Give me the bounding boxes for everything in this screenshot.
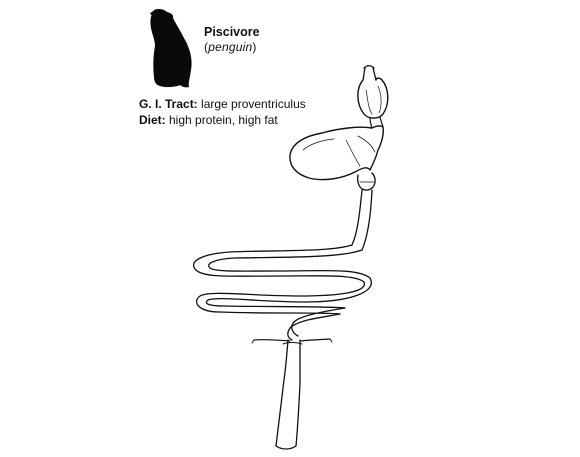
diet-line: Diet: high protein, high fat xyxy=(139,112,306,128)
subtitle-open-paren: ( xyxy=(204,40,209,54)
title-block: Piscivore (penguin) xyxy=(204,25,260,55)
subtitle-close-paren: ) xyxy=(252,40,257,54)
intestinal-loop-upper xyxy=(193,244,371,283)
diagram-subtitle: (penguin) xyxy=(204,40,260,55)
descending-intestine xyxy=(351,189,373,251)
proventriculus xyxy=(357,77,389,119)
penguin-silhouette-icon xyxy=(150,8,192,88)
pylorus xyxy=(356,172,376,191)
stomach xyxy=(289,125,384,181)
diet-label: Diet: xyxy=(139,113,166,127)
gi-tract-label: G. I. Tract: xyxy=(139,97,198,111)
caeca xyxy=(253,338,331,342)
subtitle-animal-name: penguin xyxy=(208,40,253,54)
rectum-opening xyxy=(275,445,297,450)
esophagus xyxy=(362,67,377,81)
diet-value: high protein, high fat xyxy=(165,113,278,127)
diagram-title: Piscivore xyxy=(204,25,260,39)
gi-tract-line: G. I. Tract: large proventriculus xyxy=(139,96,306,112)
gi-tract-value: large proventriculus xyxy=(197,97,306,111)
rectum xyxy=(275,339,301,447)
info-block: G. I. Tract: large proventriculus Diet: … xyxy=(139,96,306,128)
colon-connection xyxy=(287,307,346,341)
esophagus-top-opening xyxy=(363,65,375,69)
intestinal-loop-lower xyxy=(196,277,372,315)
